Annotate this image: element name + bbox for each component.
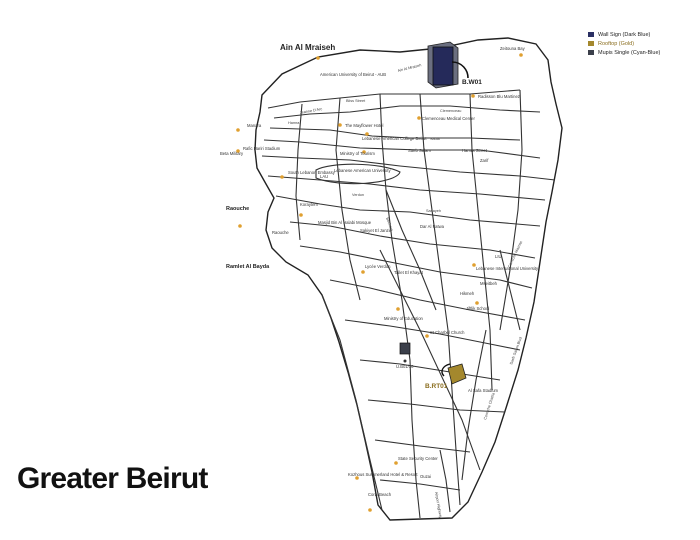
legend-label: Wall Sign (Dark Blue): [598, 31, 651, 38]
svg-text:Hikmeh: Hikmeh: [460, 291, 475, 296]
marker-b-w01[interactable]: B.W01: [427, 41, 482, 89]
svg-text:South Lebanon Embassy: South Lebanon Embassy: [288, 170, 336, 175]
legend-item: Mupis Single (Cyan-Blue): [588, 48, 698, 57]
svg-text:Sanayeh: Sanayeh: [426, 209, 441, 213]
svg-text:Sakiyet El Janzir: Sakiyet El Janzir: [360, 228, 392, 233]
svg-text:Ouzai: Ouzai: [420, 474, 431, 479]
svg-text:Lebanese International Univers: Lebanese International University: [476, 266, 539, 271]
svg-text:Tallet El Khayat: Tallet El Khayat: [394, 270, 424, 275]
svg-text:Clemenceau Medical Center: Clemenceau Medical Center: [422, 116, 475, 121]
svg-text:Kozhous Summerland Hotel & Res: Kozhous Summerland Hotel & Resort: [348, 472, 418, 477]
svg-text:Lebanese American University: Lebanese American University: [334, 168, 391, 173]
label-ain-al-mraiseh: Ain Al Mraiseh: [280, 43, 335, 52]
svg-text:Ain Al Mraiseh: Ain Al Mraiseh: [397, 63, 422, 73]
legend-swatch: [588, 41, 594, 46]
svg-text:Lebanese American College Beir: Lebanese American College Beirut: [362, 136, 427, 141]
svg-text:LIU: LIU: [495, 254, 502, 259]
legend-label: Rooftop (Gold): [598, 40, 635, 47]
svg-text:Bechara: Bechara: [385, 217, 394, 232]
svg-text:B.RT01: B.RT01: [425, 383, 448, 390]
svg-text:Masjid Bin Al Halabi Mosque: Masjid Bin Al Halabi Mosque: [318, 220, 372, 225]
svg-text:Airport Highway: Airport Highway: [434, 491, 443, 518]
svg-text:LAU: LAU: [320, 174, 328, 179]
svg-text:Coral Beach: Coral Beach: [368, 492, 392, 497]
legend-swatch: [588, 32, 594, 37]
svg-text:Al Safa Stadium: Al Safa Stadium: [468, 388, 499, 393]
svg-text:Raouche: Raouche: [272, 230, 289, 235]
legend-item: Rooftop (Gold): [588, 39, 698, 48]
svg-text:St Charbel Church: St Charbel Church: [430, 330, 465, 335]
svg-text:Zarif: Zarif: [480, 158, 489, 163]
svg-text:B.W01: B.W01: [462, 79, 482, 86]
svg-text:Jeanne D'Arc: Jeanne D'Arc: [299, 107, 322, 115]
svg-text:Dar Al Fatwa: Dar Al Fatwa: [420, 224, 445, 229]
svg-text:Zeitouna Bay: Zeitouna Bay: [500, 46, 526, 51]
svg-text:Ministry of Tourism: Ministry of Tourism: [340, 151, 375, 156]
legend-label: Mupis Single (Cyan-Blue): [598, 49, 661, 56]
svg-text:Sadat: Sadat: [430, 137, 441, 141]
svg-text:Bliss Street: Bliss Street: [346, 99, 366, 103]
svg-text:Hamra: Hamra: [288, 121, 300, 125]
svg-text:Radisson Blu Martinez: Radisson Blu Martinez: [478, 94, 520, 99]
svg-text:Koraytem: Koraytem: [300, 202, 318, 207]
legend-swatch: [588, 50, 594, 55]
marker-u-b01[interactable]: U.B01/10: [396, 342, 414, 369]
road-network: [261, 89, 556, 519]
map-title: Greater Beirut: [17, 462, 208, 495]
svg-text:Hamra Street: Hamra Street: [462, 148, 488, 153]
svg-text:Beta Military: Beta Military: [220, 151, 244, 156]
place-labels: American University of Beirut - AUB Zeit…: [220, 46, 539, 497]
svg-text:The Mayflower Hotel: The Mayflower Hotel: [345, 123, 383, 128]
peninsula-coastline: [254, 37, 563, 521]
svg-text:Mseitbeh: Mseitbeh: [480, 281, 498, 286]
svg-text:Rafic Hariri Stadium: Rafic Hariri Stadium: [243, 146, 281, 151]
map-legend: Wall Sign (Dark Blue) Rooftop (Gold) Mupis…: [588, 30, 698, 57]
svg-text:U.B01/10: U.B01/10: [396, 364, 414, 369]
svg-text:Ministry of Education: Ministry of Education: [384, 316, 424, 321]
svg-text:State Security Center: State Security Center: [398, 456, 438, 461]
svg-text:American University of Beirut: American University of Beirut - AUB: [320, 72, 386, 77]
marker-b-rt01[interactable]: B.RT01: [425, 363, 467, 390]
svg-text:Lycée Verdun: Lycée Verdun: [365, 264, 391, 269]
svg-text:Jiftlik School: Jiftlik School: [466, 306, 489, 311]
legend-item: Wall Sign (Dark Blue): [588, 30, 698, 39]
svg-text:Clemenceau: Clemenceau: [440, 109, 461, 113]
svg-text:Manara: Manara: [247, 123, 262, 128]
label-ramlet-al-bayda: Ramlet Al Bayda: [226, 264, 270, 270]
label-raouche: Raouche: [226, 206, 249, 212]
svg-text:Verdun: Verdun: [352, 193, 364, 197]
svg-text:Saeb Salam: Saeb Salam: [408, 148, 431, 153]
